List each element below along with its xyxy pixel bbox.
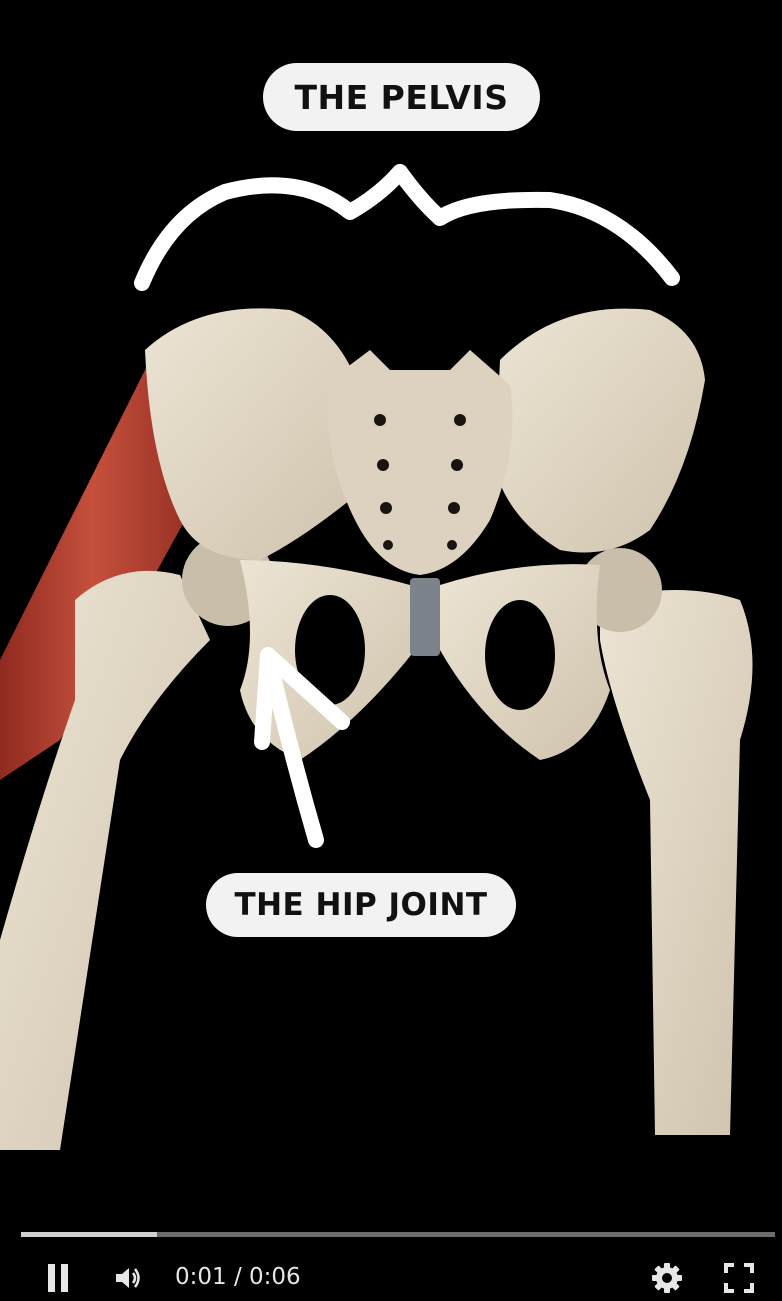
pubic-symphysis	[410, 578, 440, 656]
volume-icon	[116, 1268, 140, 1288]
video-frame	[0, 164, 753, 1150]
ilium-right	[495, 308, 705, 553]
fullscreen-icon	[724, 1263, 754, 1293]
pause-icon	[48, 1264, 68, 1292]
player-controls: 0:01 / 0:06	[0, 1220, 782, 1301]
current-time: 0:01	[175, 1264, 227, 1290]
pause-button[interactable]	[40, 1258, 76, 1298]
time-display: 0:01 / 0:06	[175, 1264, 301, 1290]
sacrum	[327, 350, 513, 575]
femur-left	[0, 570, 210, 1150]
femur-right	[600, 590, 753, 1135]
progress-bar[interactable]	[21, 1232, 775, 1237]
progress-fill	[21, 1232, 157, 1237]
ilium-left	[145, 308, 360, 560]
muscle-left	[0, 360, 185, 780]
time-separator: /	[233, 1264, 242, 1290]
gear-icon	[652, 1263, 682, 1293]
brace-annotation	[134, 164, 680, 291]
volume-button[interactable]	[110, 1258, 146, 1298]
duration: 0:06	[249, 1264, 301, 1290]
hip-joint-label: THE HIP JOINT	[206, 873, 516, 937]
settings-button[interactable]	[648, 1258, 686, 1298]
pelvis-label: THE PELVIS	[263, 63, 540, 131]
arrow-annotation	[254, 647, 350, 848]
fullscreen-button[interactable]	[720, 1258, 758, 1298]
